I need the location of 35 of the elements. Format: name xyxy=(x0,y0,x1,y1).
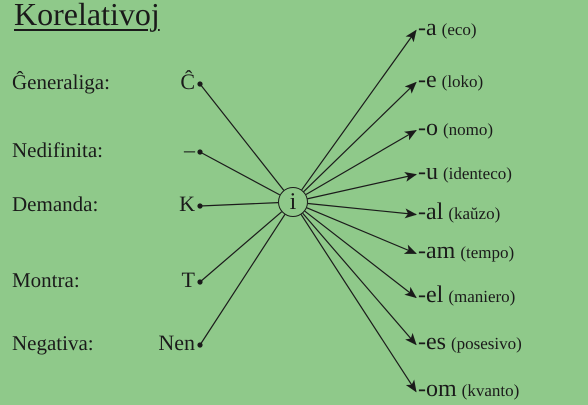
row-label: Montra: xyxy=(12,268,80,292)
suffix-text: -e (loko) xyxy=(418,67,484,96)
suffix-text: -el (maniero) xyxy=(418,282,516,311)
prefix-text: T xyxy=(182,268,195,292)
prefix-text: – xyxy=(184,138,195,162)
title: Korelativoj xyxy=(14,0,160,33)
letter-circle: i xyxy=(278,187,308,217)
row-label: Nedifinita: xyxy=(12,138,103,162)
prefix-text: Ĉ xyxy=(180,70,195,94)
row-label: Ĝeneraliga: xyxy=(12,70,110,94)
arrow xyxy=(300,214,417,392)
suffix-text: -om (kvanto) xyxy=(418,376,520,405)
connector-line xyxy=(197,211,282,285)
arrow xyxy=(308,202,417,218)
suffix-text: -am (tempo) xyxy=(418,238,514,267)
arrow xyxy=(306,207,417,254)
arrow xyxy=(304,210,417,298)
arrow xyxy=(302,212,417,346)
connector-line xyxy=(197,202,278,209)
prefix-text: K xyxy=(179,192,195,216)
arrow xyxy=(308,172,417,200)
connector-line xyxy=(197,214,286,348)
connector-line xyxy=(197,81,284,191)
suffix-text: -al (kaŭzo) xyxy=(418,199,500,228)
arrow xyxy=(306,130,417,195)
suffix-text: -es (posesivo) xyxy=(418,329,522,358)
row-label: Negativa: xyxy=(12,331,94,355)
connector-line xyxy=(197,149,280,196)
row-label: Demanda: xyxy=(12,192,98,216)
suffix-text: -a (eco) xyxy=(418,15,477,44)
prefix-text: Nen xyxy=(158,331,195,355)
arrow xyxy=(301,30,417,190)
suffix-text: -o (nomo) xyxy=(418,115,494,144)
arrow xyxy=(303,82,417,192)
suffix-text: -u (identeco) xyxy=(418,159,512,188)
